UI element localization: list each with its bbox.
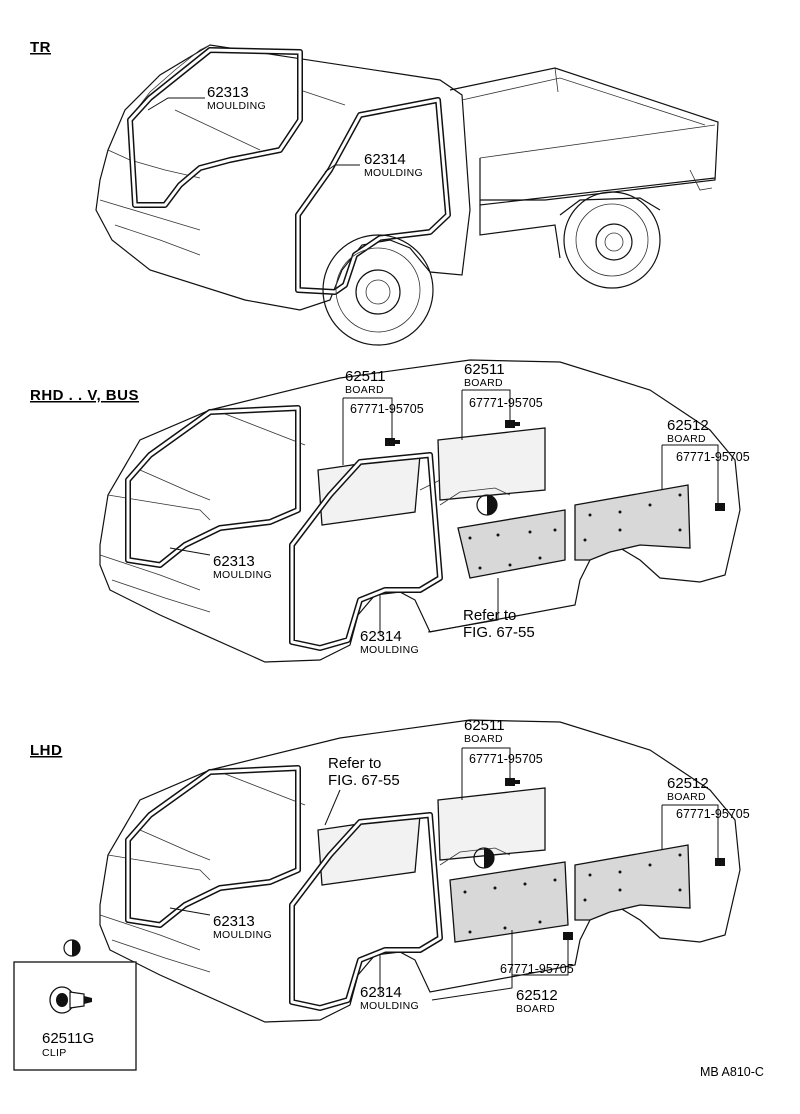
section-label-tr: TR [30,39,51,56]
rhd-van-drawing [99,359,741,663]
clip-rhd-b [505,420,520,428]
refer-text: FIG. 67-55 [463,624,535,641]
part-name: MOULDING [360,644,419,656]
part-number: 62511 [464,717,505,734]
refer-text: FIG. 67-55 [328,772,400,789]
part-name: BOARD [345,384,384,396]
part-number: 62314 [360,984,402,1001]
clip-code: 67771-95705 [350,402,424,416]
part-number: 62512 [516,987,558,1004]
part-number: 62314 [364,151,406,168]
part-number: 62511 [464,361,505,378]
clip-62511g-icon [49,986,92,1014]
labels: TR RHD . . V, BUS LHD 62313 MOULDING 623… [30,39,764,1079]
clip-rhd-a [385,438,400,446]
drawing-code: MB A810-C [700,1065,764,1079]
part-name: BOARD [667,433,706,445]
part-name: BOARD [516,1003,555,1015]
clip-lhd-d [563,932,573,940]
clip-code: 67771-95705 [676,807,750,821]
refer-text: Refer to [328,755,381,772]
tr-truck-drawing [95,44,719,346]
section-label-rhd: RHD . . V, BUS [30,387,139,404]
part-number: 62511 [345,368,386,385]
clip-rhd-c [715,503,725,511]
clip-code: 67771-95705 [469,396,543,410]
part-name: MOULDING [364,167,423,179]
section-label-lhd: LHD [30,742,62,759]
part-name: BOARD [464,377,503,389]
part-name: MOULDING [213,569,272,581]
part-number: 62512 [667,775,709,792]
refer-text: Refer to [463,607,516,624]
part-number: 62313 [213,553,255,570]
part-name: MOULDING [360,1000,419,1012]
part-name: MOULDING [207,100,266,112]
part-name: BOARD [667,791,706,803]
clip-lhd-b [505,778,520,786]
part-number: 62511G [42,1030,94,1047]
clip-code: 67771-95705 [469,752,543,766]
part-name: MOULDING [213,929,272,941]
part-number: 62512 [667,417,709,434]
part-number: 62314 [360,628,402,645]
part-number: 62313 [207,84,249,101]
clip-inset [13,939,137,1071]
clip-code: 67771-95705 [676,450,750,464]
clip-code: 67771-95705 [500,962,574,976]
lhd-van-drawing [99,719,741,1023]
part-name: BOARD [464,733,503,745]
part-number: 62313 [213,913,255,930]
clip-lhd-c [715,858,725,866]
part-name: CLIP [42,1047,67,1059]
